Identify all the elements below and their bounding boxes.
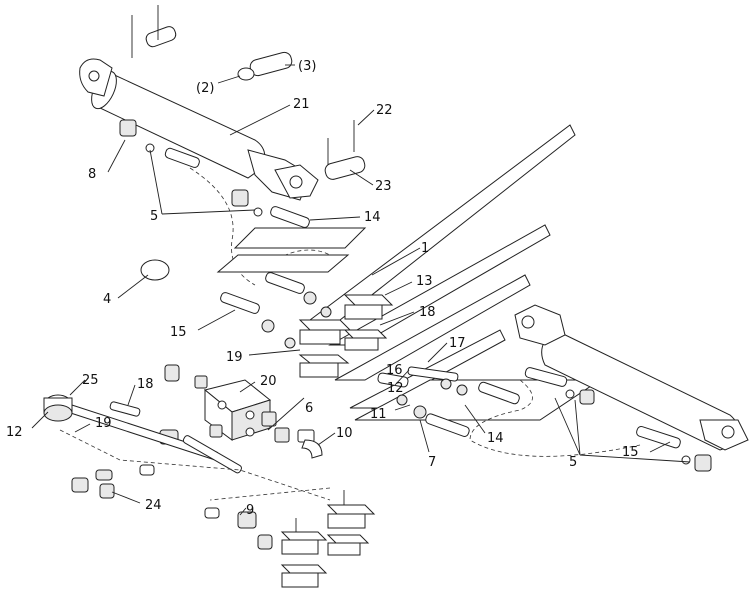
label-21: 21: [293, 97, 310, 112]
label-20: 20: [260, 374, 277, 389]
upper-fittings: [119, 119, 331, 286]
clamp-blocks: [298, 294, 394, 378]
label-13: 13: [416, 274, 433, 289]
tee-fitting: [71, 464, 155, 499]
label-22: 22: [376, 103, 393, 118]
label-1: 1: [421, 241, 429, 256]
upper-cylinder: [79, 58, 319, 201]
label-17: 17: [449, 336, 466, 351]
label-12b: 12: [6, 425, 23, 440]
label-7: 7: [428, 455, 436, 470]
center-hoses: [220, 272, 332, 349]
label-10: 10: [336, 426, 353, 441]
hex-nut: [43, 394, 73, 422]
label-6: 6: [305, 401, 313, 416]
label-15b: 15: [622, 445, 639, 460]
label-25: 25: [82, 373, 99, 388]
lower-cylinder: [469, 304, 749, 472]
label-4: 4: [103, 292, 111, 307]
label-2: (2): [196, 81, 214, 96]
label-3: (3): [298, 59, 316, 74]
tubes: [59, 401, 331, 501]
label-19a: 19: [226, 350, 243, 365]
label-14b: 14: [487, 431, 504, 446]
label-16: 16: [386, 363, 403, 378]
callout-labels: 1 (2) (3) 4 5 5 6 7 8 9 10 11 12 12 13 1…: [6, 59, 639, 518]
label-18a: 18: [419, 305, 436, 320]
label-12a: 12: [387, 381, 404, 396]
label-5a: 5: [150, 209, 158, 224]
label-19b: 19: [95, 416, 112, 431]
right-hoses: [377, 366, 520, 437]
label-9: 9: [246, 503, 254, 518]
lower-fittings: [204, 490, 376, 588]
label-8: 8: [88, 167, 96, 182]
label-24: 24: [145, 498, 162, 513]
label-11: 11: [370, 407, 387, 422]
label-14a: 14: [364, 210, 381, 225]
label-15a: 15: [170, 325, 187, 340]
label-23: 23: [375, 179, 392, 194]
upper-pin-set: [131, 5, 366, 180]
label-18b: 18: [137, 377, 154, 392]
leader-lines: [31, 64, 691, 516]
label-5b: 5: [569, 455, 577, 470]
